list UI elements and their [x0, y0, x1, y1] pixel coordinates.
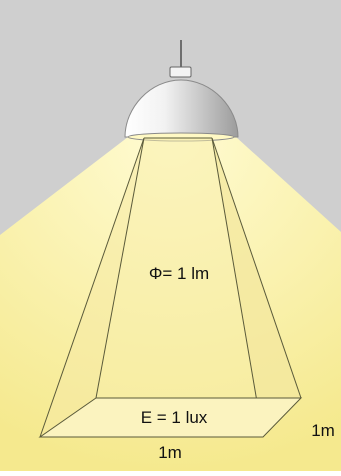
- pyramid-edges: [39, 137, 302, 438]
- lamp-shade: [124, 79, 239, 138]
- width-label: 1m: [158, 443, 182, 462]
- flux-label: Φ= 1 lm: [149, 264, 209, 283]
- illuminated-surface: [38, 397, 303, 438]
- illuminance-label: E = 1 lux: [141, 408, 208, 427]
- lamp-cap: [169, 66, 192, 78]
- depth-label: 1m: [311, 421, 335, 440]
- pyramid-face-right: [212, 138, 301, 437]
